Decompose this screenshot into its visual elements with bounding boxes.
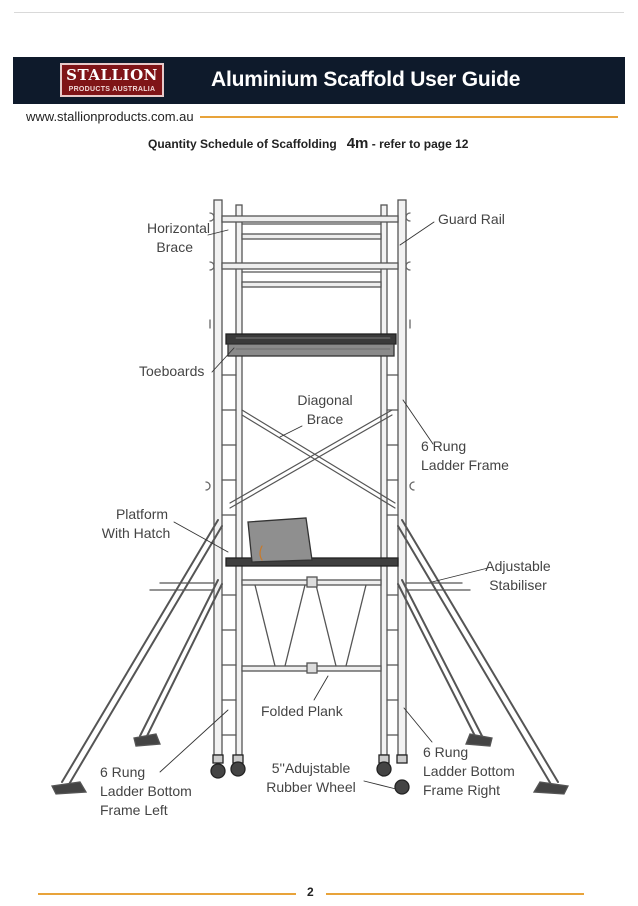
top-divider bbox=[14, 12, 624, 13]
label-line: With Hatch bbox=[101, 525, 171, 541]
leader-lines bbox=[159, 221, 489, 790]
right-stabiliser bbox=[397, 519, 569, 795]
label-line: 5''Adujstable bbox=[271, 760, 351, 776]
logo-main-text: STALLION bbox=[66, 66, 158, 84]
label-ladder-frame: 6 Rung Ladder Frame bbox=[421, 437, 509, 475]
top-platform bbox=[225, 333, 397, 357]
left-uprights bbox=[213, 199, 243, 756]
label-bottom-frame-left: 6 Rung Ladder Bottom Frame Left bbox=[100, 763, 192, 820]
rail-clamps bbox=[205, 212, 415, 491]
label-line: Frame Left bbox=[100, 802, 168, 818]
footer-rule-left bbox=[38, 893, 296, 895]
quantity-schedule-heading: Quantity Schedule of Scaffolding 4m - re… bbox=[148, 135, 468, 152]
label-line: Ladder Frame bbox=[421, 457, 509, 473]
label-line: Brace bbox=[306, 411, 344, 427]
label-line: Ladder Bottom bbox=[423, 763, 515, 779]
document-title: Aluminium Scaffold User Guide bbox=[211, 68, 521, 91]
label-line: 6 Rung bbox=[100, 764, 146, 780]
label-line: 6 Rung bbox=[423, 744, 469, 760]
label-toeboards: Toeboards bbox=[139, 363, 205, 379]
diagonal-braces bbox=[229, 409, 396, 509]
website-url[interactable]: www.stallionproducts.com.au bbox=[26, 109, 194, 124]
stallion-logo: STALLION PRODUCTS AUSTRALIA bbox=[60, 63, 164, 97]
label-folded-plank: Folded Plank bbox=[261, 703, 343, 719]
label-bottom-frame-right: 6 Rung Ladder Bottom Frame Right bbox=[423, 743, 515, 800]
label-adjustable-stabiliser: Adjustable Stabiliser bbox=[482, 557, 554, 595]
castor-wheels bbox=[210, 754, 410, 795]
right-uprights bbox=[380, 199, 407, 756]
label-diagonal-brace: Diagonal Brace bbox=[290, 391, 360, 429]
label-line: 6 Rung bbox=[421, 438, 467, 454]
label-line: Rubber Wheel bbox=[266, 779, 356, 795]
platform-with-hatch bbox=[225, 517, 399, 567]
page-number: 2 bbox=[307, 885, 314, 899]
label-platform-hatch: Platform With Hatch bbox=[98, 505, 174, 543]
label-line: Brace bbox=[156, 239, 193, 255]
footer-rule-right bbox=[326, 893, 584, 895]
left-stabiliser bbox=[51, 519, 223, 795]
label-adjustable-wheel: 5''Adujstable Rubber Wheel bbox=[258, 759, 364, 797]
schedule-prefix: Quantity Schedule of Scaffolding bbox=[148, 137, 337, 151]
left-ladder-rungs bbox=[221, 374, 237, 736]
label-line: Horizontal bbox=[146, 220, 210, 236]
guard-rails bbox=[221, 215, 399, 288]
label-line: Stabiliser bbox=[489, 577, 547, 593]
label-guard-rail: Guard Rail bbox=[438, 211, 505, 227]
header-orange-rule bbox=[200, 116, 618, 118]
right-ladder-rungs bbox=[386, 374, 399, 736]
label-line: Platform bbox=[115, 506, 169, 522]
label-line: Frame Right bbox=[423, 782, 501, 798]
logo-sub-text: PRODUCTS AUSTRALIA bbox=[68, 86, 156, 93]
schedule-height: 4m bbox=[346, 135, 369, 152]
folded-plank-frame bbox=[241, 576, 382, 674]
label-line: Diagonal bbox=[297, 392, 353, 408]
schedule-suffix: - refer to page 12 bbox=[371, 137, 469, 151]
label-line: Adjustable bbox=[485, 558, 551, 574]
label-horizontal-brace: Horizontal Brace bbox=[136, 219, 210, 257]
label-line: Ladder Bottom bbox=[100, 783, 192, 799]
